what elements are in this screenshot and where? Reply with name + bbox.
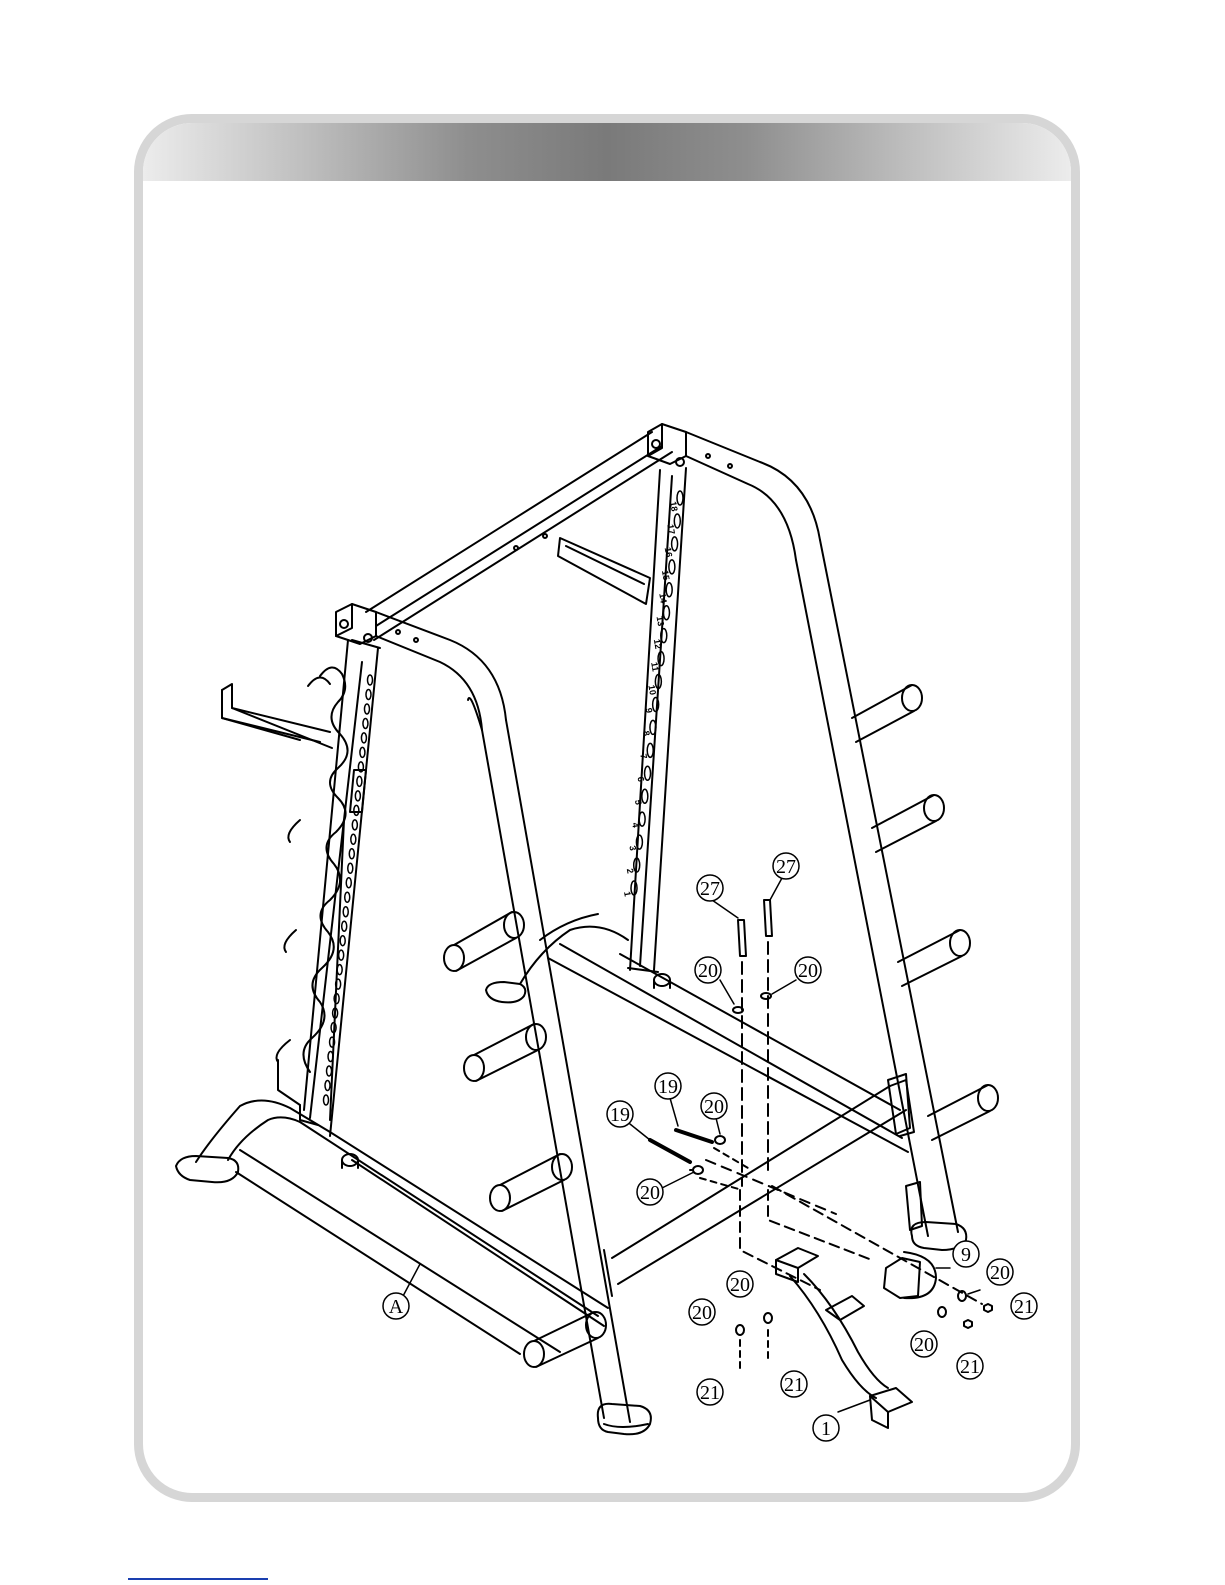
callout-21-c: 21 <box>700 1382 720 1404</box>
slot-hole <box>368 675 373 685</box>
slot-hole <box>647 743 653 757</box>
slot-hole <box>324 1095 329 1105</box>
callout-20-e: 20 <box>990 1262 1010 1284</box>
callout-21-d: 21 <box>784 1374 804 1396</box>
slot-hole <box>663 606 669 620</box>
slot-hole <box>366 689 371 699</box>
bumper-cap-left <box>342 1154 358 1166</box>
callout-20-g: 20 <box>730 1274 750 1296</box>
slot-hole <box>325 1081 330 1091</box>
callout-21-b: 21 <box>960 1356 980 1378</box>
slot-hole <box>642 789 648 803</box>
front-right-upright <box>468 698 651 1434</box>
callout-21-a: 21 <box>1014 1296 1034 1318</box>
callout-20-f: 20 <box>914 1334 934 1356</box>
callout-1: 1 <box>821 1418 831 1440</box>
callout-9: 9 <box>961 1244 971 1266</box>
rear-right-upright <box>796 540 966 1250</box>
weight-horns-left <box>444 912 606 1367</box>
callout-19-a: 19 <box>658 1076 678 1098</box>
front-left-upright <box>304 640 380 1136</box>
slot-hole <box>645 766 651 780</box>
slot-hole <box>355 791 360 801</box>
slot-hole <box>354 805 359 815</box>
slot-hole <box>352 820 357 830</box>
slot-hole <box>343 907 348 917</box>
slot-hole <box>674 514 680 528</box>
slot-hole <box>330 1037 335 1047</box>
slot-hole <box>336 979 341 989</box>
slot-hole <box>337 965 342 975</box>
slot-hole <box>677 491 683 505</box>
callout-20-a: 20 <box>698 960 718 982</box>
callout-20-h: 20 <box>692 1302 712 1324</box>
slot-hole <box>342 921 347 931</box>
callout-20-b: 20 <box>798 960 818 982</box>
slot-hole <box>345 892 350 902</box>
slot-hole <box>327 1066 332 1076</box>
slot-hole <box>340 936 345 946</box>
slot-hole <box>351 834 356 844</box>
slot-hole <box>669 560 675 574</box>
footer-rule <box>128 1578 268 1580</box>
slot-hole <box>666 583 672 597</box>
part-1-bracket <box>776 1248 912 1428</box>
rear-base <box>486 914 908 1152</box>
frame-label-a: A <box>389 1296 404 1318</box>
slot-hole <box>348 863 353 873</box>
callout-27-right: 27 <box>776 856 796 878</box>
slot-hole <box>364 704 369 714</box>
callout-27-left: 27 <box>700 878 720 900</box>
slot-hole <box>361 733 366 743</box>
callout-20-c: 20 <box>704 1096 724 1118</box>
slot-hole <box>357 776 362 786</box>
slot-hole <box>360 747 365 757</box>
slot-hole <box>672 537 678 551</box>
callout-19-b: 19 <box>610 1104 630 1126</box>
front-upright-slots <box>324 675 373 1105</box>
slot-hole <box>363 718 368 728</box>
slot-hole <box>328 1052 333 1062</box>
slot-hole <box>339 950 344 960</box>
slot-hole <box>349 849 354 859</box>
top-frame <box>336 424 820 730</box>
weight-horns-right <box>852 685 998 1140</box>
callout-20-d: 20 <box>640 1182 660 1204</box>
part-9-disc <box>884 1252 936 1298</box>
slot-hole <box>346 878 351 888</box>
